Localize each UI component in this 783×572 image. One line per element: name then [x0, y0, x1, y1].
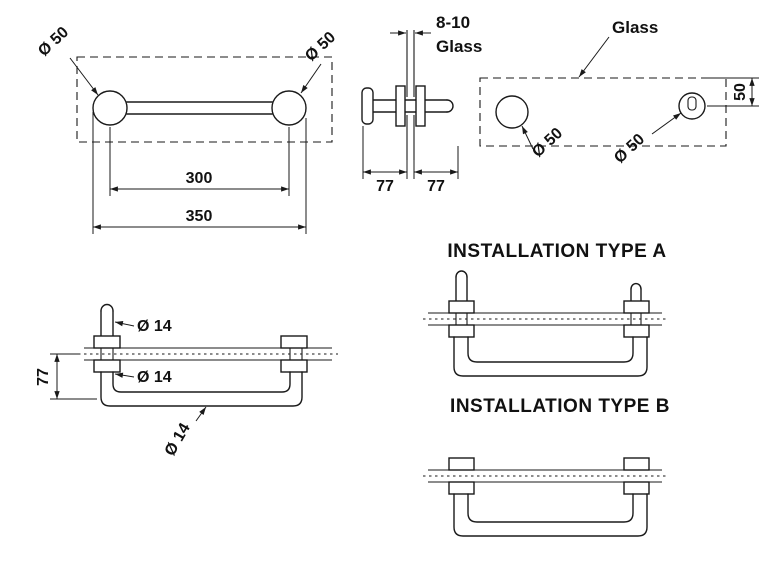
installation-a-linework [423, 270, 667, 377]
installation-b-title: INSTALLATION TYPE B [450, 396, 670, 417]
plan-glass-label: Glass [612, 18, 658, 37]
detail-view-linework [50, 303, 338, 422]
front-view-linework [69, 56, 333, 234]
section-dim-77-right: 77 [427, 178, 445, 195]
plan-dim-50: 50 [732, 83, 749, 101]
plan-view-linework [479, 36, 759, 150]
glass-thickness-label: 8-10 [436, 13, 470, 32]
section-dim-77-left: 77 [376, 178, 394, 195]
section-glass-label: Glass [436, 37, 482, 56]
detail-dia-14-mid: Ø 14 [137, 369, 172, 386]
detail-dia-14-top: Ø 14 [137, 318, 172, 335]
front-dim-350: 350 [186, 208, 213, 225]
detail-dim-77: 77 [35, 368, 52, 386]
front-dia-right-label: Ø 50 [302, 29, 339, 65]
plan-dia-left-label: Ø 50 [529, 125, 566, 161]
installation-b-linework [423, 457, 667, 537]
section-view-linework [361, 30, 459, 179]
plan-dia-right-label: Ø 50 [611, 131, 648, 167]
front-dia-left-label: Ø 50 [35, 24, 72, 60]
detail-dia-14-bar: Ø 14 [162, 420, 194, 459]
front-dim-300: 300 [186, 170, 213, 187]
installation-a-title: INSTALLATION TYPE A [447, 241, 666, 262]
